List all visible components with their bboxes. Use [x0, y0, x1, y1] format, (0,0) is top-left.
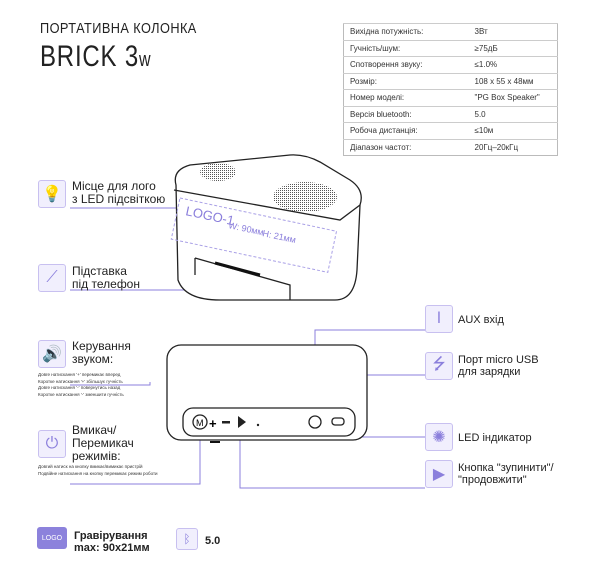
spec-value: "PG Box Speaker" — [468, 89, 558, 106]
bluetooth-icon: ᛒ — [176, 528, 198, 550]
spec-value: 5.0 — [468, 105, 558, 123]
spec-row: Номер моделі:"PG Box Speaker" — [343, 89, 558, 106]
spec-row: Розмір:108 x 55 x 48мм — [343, 72, 558, 90]
product-title: BRICK 3w — [40, 40, 151, 74]
spec-row: Версія bluetooth:5.0 — [343, 105, 558, 123]
spec-name: Версія bluetooth: — [343, 105, 469, 123]
aux-icon: ǀ — [425, 305, 453, 333]
play-icon: ▶ — [425, 460, 453, 488]
led-label: LED індикатор — [458, 432, 532, 444]
spec-row: Спотворення звуку:≤1.0% — [343, 56, 558, 73]
mode-button-label: M — [196, 418, 204, 428]
spec-row: Робоча дистанція:≤10м — [343, 122, 558, 139]
spec-value: 20Гц–20кГц — [468, 138, 558, 156]
spec-value: ≤10м — [468, 122, 558, 139]
speaker-volume-icon: 🔊 — [38, 340, 66, 368]
led-icon: ✺ — [425, 423, 453, 451]
subtitle: ПОРТАТИВНА КОЛОНКА — [40, 20, 197, 37]
spec-name: Вихідна потужність: — [343, 23, 469, 40]
title-suffix: w — [138, 49, 152, 71]
bluetooth-version: 5.0 — [205, 535, 221, 547]
spec-name: Гучність/шум: — [343, 39, 469, 57]
spec-value: ≥75дБ — [468, 39, 558, 57]
spec-name: Спотворення звуку: — [343, 56, 469, 73]
stand-icon: ⟋ — [38, 264, 66, 292]
aux-label: AUX вхід — [458, 314, 504, 326]
spec-name: Діапазон частот: — [343, 138, 469, 156]
play-label: Кнопка "зупинити"/"продовжити" — [458, 462, 554, 486]
spec-name: Робоча дистанція: — [343, 122, 469, 139]
power-notes: Довгий натиск на кнопку вмикає/вимикає п… — [38, 464, 158, 476]
svg-text:+: + — [209, 416, 217, 431]
bulb-icon: 💡 — [38, 180, 66, 208]
spec-value: ≤1.0% — [468, 56, 558, 73]
spec-row: Діапазон частот:20Гц–20кГц — [343, 138, 558, 156]
spec-name: Розмір: — [343, 72, 469, 90]
spec-value: 108 x 55 x 48мм — [468, 72, 558, 90]
power-icon: ⏻ — [38, 430, 66, 458]
spec-value: 3Вт — [468, 23, 558, 40]
spec-name: Номер моделі: — [343, 89, 469, 106]
logo-badge: LOGO — [37, 527, 67, 549]
title-text: BRICK 3 — [40, 40, 139, 73]
spec-row: Гучність/шум:≥75дБ — [343, 39, 558, 57]
usb-icon: ⭍ — [425, 352, 453, 380]
spec-row: Вихідна потужність:3Вт — [343, 23, 558, 40]
